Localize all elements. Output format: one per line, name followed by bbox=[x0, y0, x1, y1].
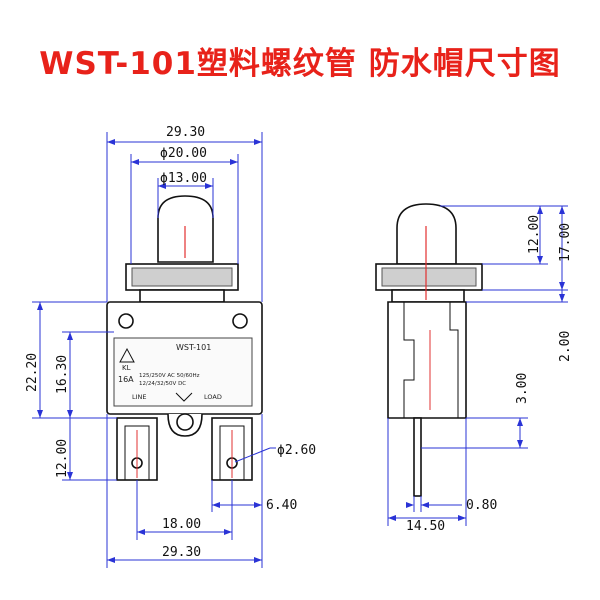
dim-terminal-pitch: 18.00 bbox=[162, 517, 201, 532]
side-thread bbox=[391, 289, 465, 303]
label-model: WST-101 bbox=[176, 343, 211, 352]
front-thread bbox=[139, 289, 225, 303]
dim-cap-height-12: 12.00 bbox=[527, 215, 542, 254]
front-view bbox=[106, 195, 263, 481]
dim-terminal-12: 12.00 bbox=[55, 439, 70, 478]
front-mount-hole-right bbox=[232, 313, 248, 329]
front-reset-hole bbox=[176, 413, 194, 431]
front-reset-boss bbox=[167, 413, 203, 437]
label-load: LOAD bbox=[204, 393, 222, 401]
dim-hole-dia: ϕ2.60 bbox=[277, 443, 316, 458]
front-brand-logo bbox=[119, 347, 135, 363]
front-mount-hole-left bbox=[118, 313, 134, 329]
front-label-plate bbox=[113, 337, 253, 407]
dim-cap-height-17: 17.00 bbox=[558, 223, 573, 262]
front-dimension-lines bbox=[32, 132, 276, 568]
dim-nut-2: 2.00 bbox=[558, 331, 573, 362]
dim-height-22: 22.20 bbox=[25, 353, 40, 392]
front-label-text: KL WST-101 16A 125/250V AC 50/60Hz 12/24… bbox=[118, 343, 222, 401]
dim-height-16: 16.30 bbox=[55, 355, 70, 394]
side-dimension-lines bbox=[387, 205, 568, 526]
dim-body-3: 3.00 bbox=[515, 373, 530, 404]
front-nut-knurl bbox=[131, 267, 233, 287]
dim-terminal-gap: 6.40 bbox=[266, 498, 297, 513]
side-arrowheads bbox=[388, 206, 565, 521]
dim-cap-dia-20: ϕ20.00 bbox=[160, 146, 207, 161]
dim-cap-dia-13: ϕ13.00 bbox=[160, 171, 207, 186]
front-arrow-icon bbox=[175, 392, 193, 402]
label-rating: 16A bbox=[118, 375, 134, 384]
dim-offset-080: 0.80 bbox=[466, 498, 497, 513]
dim-width-1450: 14.50 bbox=[406, 519, 445, 534]
side-body-step bbox=[403, 302, 459, 418]
side-view bbox=[375, 203, 483, 497]
dim-overall-top: 29.30 bbox=[166, 125, 205, 140]
label-line: LINE bbox=[132, 393, 147, 401]
page-title: WST-101塑料螺纹管 防水帽尺寸图 bbox=[39, 46, 561, 82]
side-nut-knurl bbox=[381, 267, 477, 287]
side-body bbox=[387, 301, 467, 419]
label-brand: KL bbox=[122, 364, 131, 372]
label-spec-line2: 12/24/32/50V DC bbox=[139, 381, 186, 387]
side-terminal bbox=[413, 417, 422, 497]
label-spec-line1: 125/250V AC 50/60Hz bbox=[139, 373, 200, 379]
front-arrowheads bbox=[37, 139, 262, 563]
dim-overall-bottom: 29.30 bbox=[162, 545, 201, 560]
